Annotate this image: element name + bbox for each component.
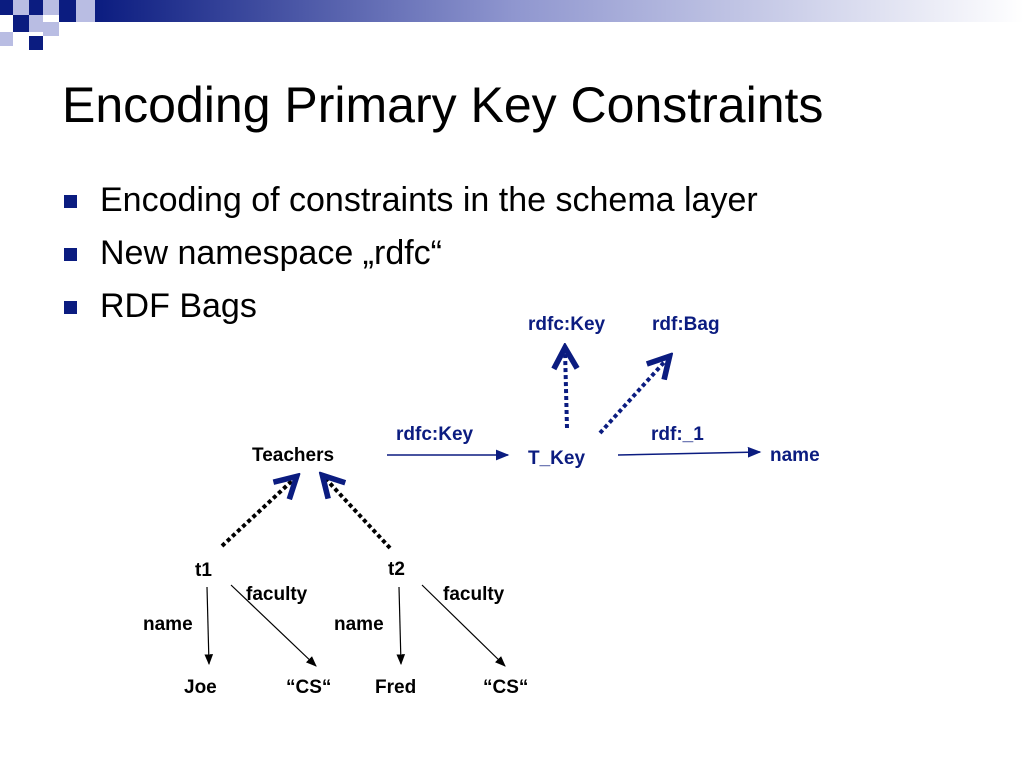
bullet-text: New namespace „rdfc“ bbox=[100, 234, 443, 272]
arrow-t1-to-cs bbox=[230, 584, 317, 667]
dotted-arrow-tkey-to-rdf-bag bbox=[598, 358, 668, 435]
header-decoration bbox=[0, 0, 1024, 50]
node-name: name bbox=[770, 445, 820, 466]
node-cs-2: “CS“ bbox=[483, 677, 528, 698]
node-teachers: Teachers bbox=[252, 445, 334, 466]
bullet-text: Encoding of constraints in the schema la… bbox=[100, 181, 758, 219]
node-t2: t2 bbox=[388, 559, 405, 580]
dotted-arrow-t2-to-teachers bbox=[324, 477, 392, 550]
dotted-arrow-t1-to-teachers bbox=[220, 478, 295, 548]
arrow-tkey-to-name bbox=[617, 446, 762, 458]
edge-label-rdf-1: rdf:_1 bbox=[651, 424, 704, 445]
edge-label-rdfc-key: rdfc:Key bbox=[396, 424, 474, 445]
node-rdfc-key: rdfc:Key bbox=[528, 314, 606, 335]
bullet-item: RDF Bags bbox=[62, 284, 758, 337]
edge-label-t2-name: name bbox=[334, 614, 384, 635]
bullet-square-icon bbox=[64, 248, 77, 261]
bullet-square-icon bbox=[64, 301, 77, 314]
node-fred: Fred bbox=[375, 677, 416, 698]
bullet-list: Encoding of constraints in the schema la… bbox=[62, 178, 758, 337]
node-t1: t1 bbox=[195, 560, 212, 581]
node-cs-1: “CS“ bbox=[286, 677, 331, 698]
arrow-t1-to-joe bbox=[204, 586, 214, 666]
edge-label-t1-name: name bbox=[143, 614, 193, 635]
slide-title: Encoding Primary Key Constraints bbox=[62, 77, 824, 133]
arrow-t2-to-fred bbox=[396, 586, 406, 666]
dotted-arrow-tkey-to-rdfc-key bbox=[565, 350, 567, 429]
bullet-item: Encoding of constraints in the schema la… bbox=[62, 178, 758, 231]
edge-label-t1-faculty: faculty bbox=[246, 584, 308, 605]
bullet-square-icon bbox=[64, 195, 77, 208]
edge-label-t2-faculty: faculty bbox=[443, 584, 505, 605]
node-joe: Joe bbox=[184, 677, 217, 698]
node-rdf-bag: rdf:Bag bbox=[652, 314, 720, 335]
arrow-t2-to-cs bbox=[421, 584, 506, 667]
bullet-text: RDF Bags bbox=[100, 287, 257, 325]
bullet-item: New namespace „rdfc“ bbox=[62, 231, 758, 284]
node-t-key: T_Key bbox=[528, 448, 585, 469]
